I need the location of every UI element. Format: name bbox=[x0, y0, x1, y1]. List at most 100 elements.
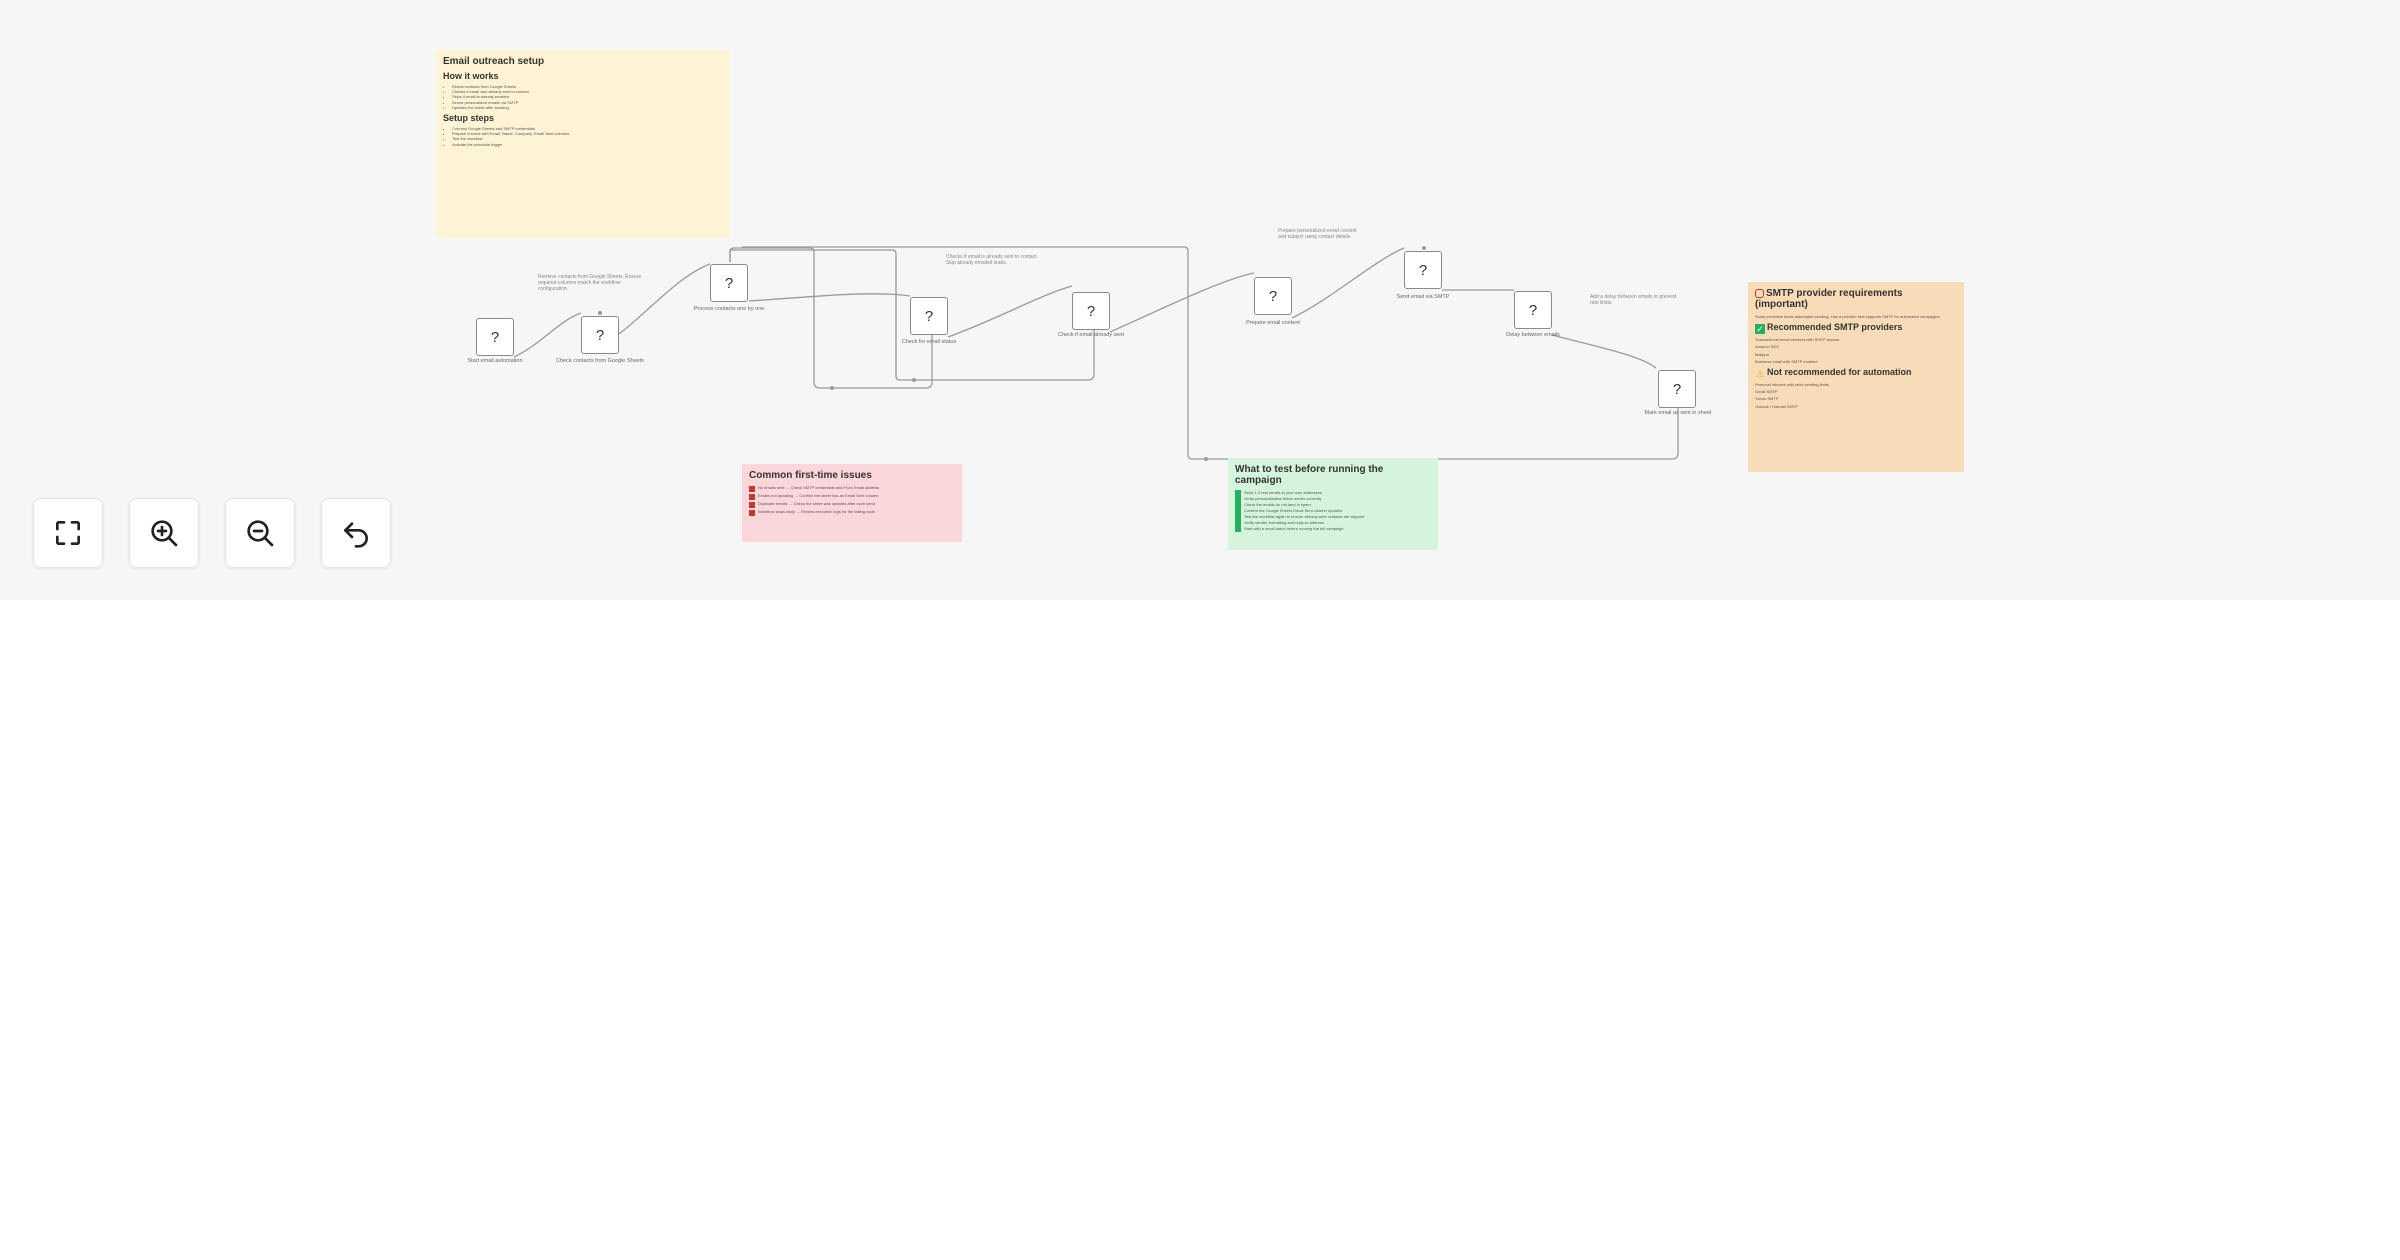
question-icon: ? bbox=[595, 326, 605, 344]
checkbox-icon bbox=[1235, 520, 1241, 526]
node-label: Check for email status bbox=[901, 339, 957, 345]
how-it-works-list: Reads contacts from Google Sheets Checks… bbox=[443, 84, 723, 110]
list-item: Reads contacts from Google Sheets bbox=[452, 84, 723, 89]
setup-steps-heading: Setup steps bbox=[443, 113, 495, 124]
list-item: Connect Google Sheets and SMTP credentia… bbox=[452, 126, 723, 131]
checklist-item: Verify sender formatting and reply-to ad… bbox=[1235, 520, 1431, 526]
connection-prepare-send bbox=[1291, 247, 1405, 319]
sticky-issues[interactable]: Common first-time issues No emails sent … bbox=[742, 464, 962, 542]
sticky-issues-title: Common first-time issues bbox=[749, 470, 872, 481]
connection-start-read bbox=[513, 312, 582, 358]
sticky-setup-title: Email outreach setup bbox=[443, 56, 545, 67]
list-item: Test the workflow bbox=[452, 136, 723, 141]
node-label: Delay between emails bbox=[1506, 332, 1560, 338]
node-label: Check if email already sent bbox=[1057, 332, 1125, 338]
checklist-item: Confirm the Google Sheets Email Sent col… bbox=[1235, 508, 1431, 514]
zoom-out-button[interactable] bbox=[225, 498, 295, 568]
not-recommended-item: Gmail SMTP bbox=[1755, 389, 1778, 395]
checkbox-icon bbox=[1235, 496, 1241, 502]
annotation-skip: Checks if email is already sent to conta… bbox=[946, 254, 1038, 266]
zoom-in-icon bbox=[151, 520, 178, 547]
node-label: Send email via SMTP bbox=[1396, 294, 1450, 300]
list-item: Activate the schedule trigger bbox=[452, 142, 723, 147]
connector-dot bbox=[912, 378, 916, 382]
checklist-item: Start with a small batch before running … bbox=[1235, 526, 1431, 532]
question-icon: ? bbox=[1528, 301, 1538, 319]
checkbox-icon bbox=[1235, 514, 1241, 520]
checkbox-icon bbox=[1235, 508, 1241, 514]
cross-icon bbox=[749, 486, 755, 492]
question-icon: ? bbox=[924, 307, 934, 325]
node-prepare-email[interactable]: ? bbox=[1254, 277, 1292, 315]
zoom-out-icon bbox=[247, 520, 274, 547]
annotation-sheets: Retrieve contacts from Google Sheets. En… bbox=[538, 274, 642, 292]
connection-loop-filter bbox=[748, 293, 911, 302]
node-start[interactable]: ? bbox=[476, 318, 514, 356]
undo-icon bbox=[344, 522, 368, 548]
connection-filter-check bbox=[947, 285, 1073, 338]
sticky-smtp[interactable]: SMTP provider requirements (important) S… bbox=[1748, 282, 1964, 472]
checkbox-icon bbox=[1235, 526, 1241, 532]
connection-delay-mark bbox=[1551, 334, 1657, 369]
list-item: Sends personalized emails via SMTP bbox=[452, 100, 723, 105]
question-icon: ? bbox=[1672, 380, 1682, 398]
issue-item: Emails not updating → Confirm the sheet … bbox=[749, 493, 955, 500]
connection-loop-return-b bbox=[729, 249, 1095, 381]
setup-steps-list: Connect Google Sheets and SMTP credentia… bbox=[443, 126, 723, 147]
not-recommended-item: Yahoo SMTP bbox=[1755, 396, 1779, 402]
octagon-icon bbox=[1755, 289, 1764, 298]
warning-icon: ⚠ bbox=[1755, 369, 1765, 380]
node-mark-sent[interactable]: ? bbox=[1658, 370, 1696, 408]
not-recommended-item: Personal inboxes with strict sending lim… bbox=[1755, 382, 1829, 388]
checklist-item: Verify personalization fields render cor… bbox=[1235, 496, 1431, 502]
smtp-intro: Some providers block automated sending. … bbox=[1755, 314, 1941, 319]
node-filter[interactable]: ? bbox=[910, 297, 948, 335]
fit-view-button[interactable] bbox=[33, 498, 103, 568]
sticky-testing-title: What to test before running the campaign bbox=[1235, 464, 1384, 486]
zoom-in-button[interactable] bbox=[129, 498, 199, 568]
question-icon: ? bbox=[1268, 287, 1278, 305]
connection-loop-return-c bbox=[742, 246, 1679, 460]
list-item: Checks if email was already sent to cont… bbox=[452, 89, 723, 94]
sticky-smtp-title: SMTP provider requirements (important) bbox=[1755, 288, 1903, 310]
list-item: Prepare a sheet with Email, Name, Compan… bbox=[452, 131, 723, 136]
connector-dot bbox=[830, 386, 834, 390]
connection-read-loop bbox=[618, 263, 711, 335]
node-delay[interactable]: ? bbox=[1514, 291, 1552, 329]
checklist-item: Check the emails do not land in spam bbox=[1235, 502, 1431, 508]
checklist-item: Test the workflow again to ensure alread… bbox=[1235, 514, 1431, 520]
recommended-heading: ✓Recommended SMTP providers bbox=[1755, 322, 1903, 335]
node-check-sent[interactable]: ? bbox=[1072, 292, 1110, 330]
recommended-item: Business email with SMTP enabled bbox=[1755, 358, 1818, 364]
node-loop[interactable]: ? bbox=[710, 264, 748, 302]
recommended-item: Mailgun bbox=[1755, 351, 1770, 357]
question-icon: ? bbox=[490, 328, 500, 346]
sticky-setup[interactable]: Email outreach setup How it works Reads … bbox=[436, 50, 730, 238]
issue-item: No emails sent → Check SMTP credentials … bbox=[749, 485, 955, 492]
annotation-personalize: Prepare personalized email content and s… bbox=[1278, 228, 1357, 240]
issue-item: Duplicate emails → Check the sheet was u… bbox=[749, 501, 955, 508]
fit-view-icon bbox=[56, 521, 80, 545]
cross-icon bbox=[749, 510, 755, 516]
workflow-canvas[interactable]: Email outreach setup How it works Reads … bbox=[0, 0, 2400, 600]
recommended-item: Amazon SES bbox=[1755, 344, 1779, 350]
cross-icon bbox=[749, 502, 755, 508]
sticky-testing[interactable]: What to test before running the campaign… bbox=[1228, 458, 1438, 550]
checkbox-icon bbox=[1235, 502, 1241, 508]
connection-loop-return-a bbox=[729, 247, 933, 389]
how-it-works-heading: How it works bbox=[443, 71, 499, 81]
node-label: Start email automation bbox=[467, 358, 523, 364]
checkbox-icon bbox=[1235, 490, 1241, 496]
cross-icon bbox=[749, 494, 755, 500]
not-recommended-heading: ⚠Not recommended for automation bbox=[1755, 367, 1912, 380]
node-send-smtp[interactable]: ? bbox=[1404, 251, 1442, 289]
question-icon: ? bbox=[724, 274, 734, 292]
check-icon: ✓ bbox=[1755, 324, 1765, 335]
undo-button[interactable] bbox=[321, 498, 391, 568]
question-icon: ? bbox=[1086, 302, 1096, 320]
node-label: Prepare email content bbox=[1246, 320, 1300, 326]
node-read-contacts[interactable]: ? bbox=[581, 316, 619, 354]
connections-layer bbox=[513, 246, 1679, 461]
list-item: Updates the sheet after sending bbox=[452, 105, 723, 110]
list-item: Skips if email is already emailed bbox=[452, 94, 723, 99]
